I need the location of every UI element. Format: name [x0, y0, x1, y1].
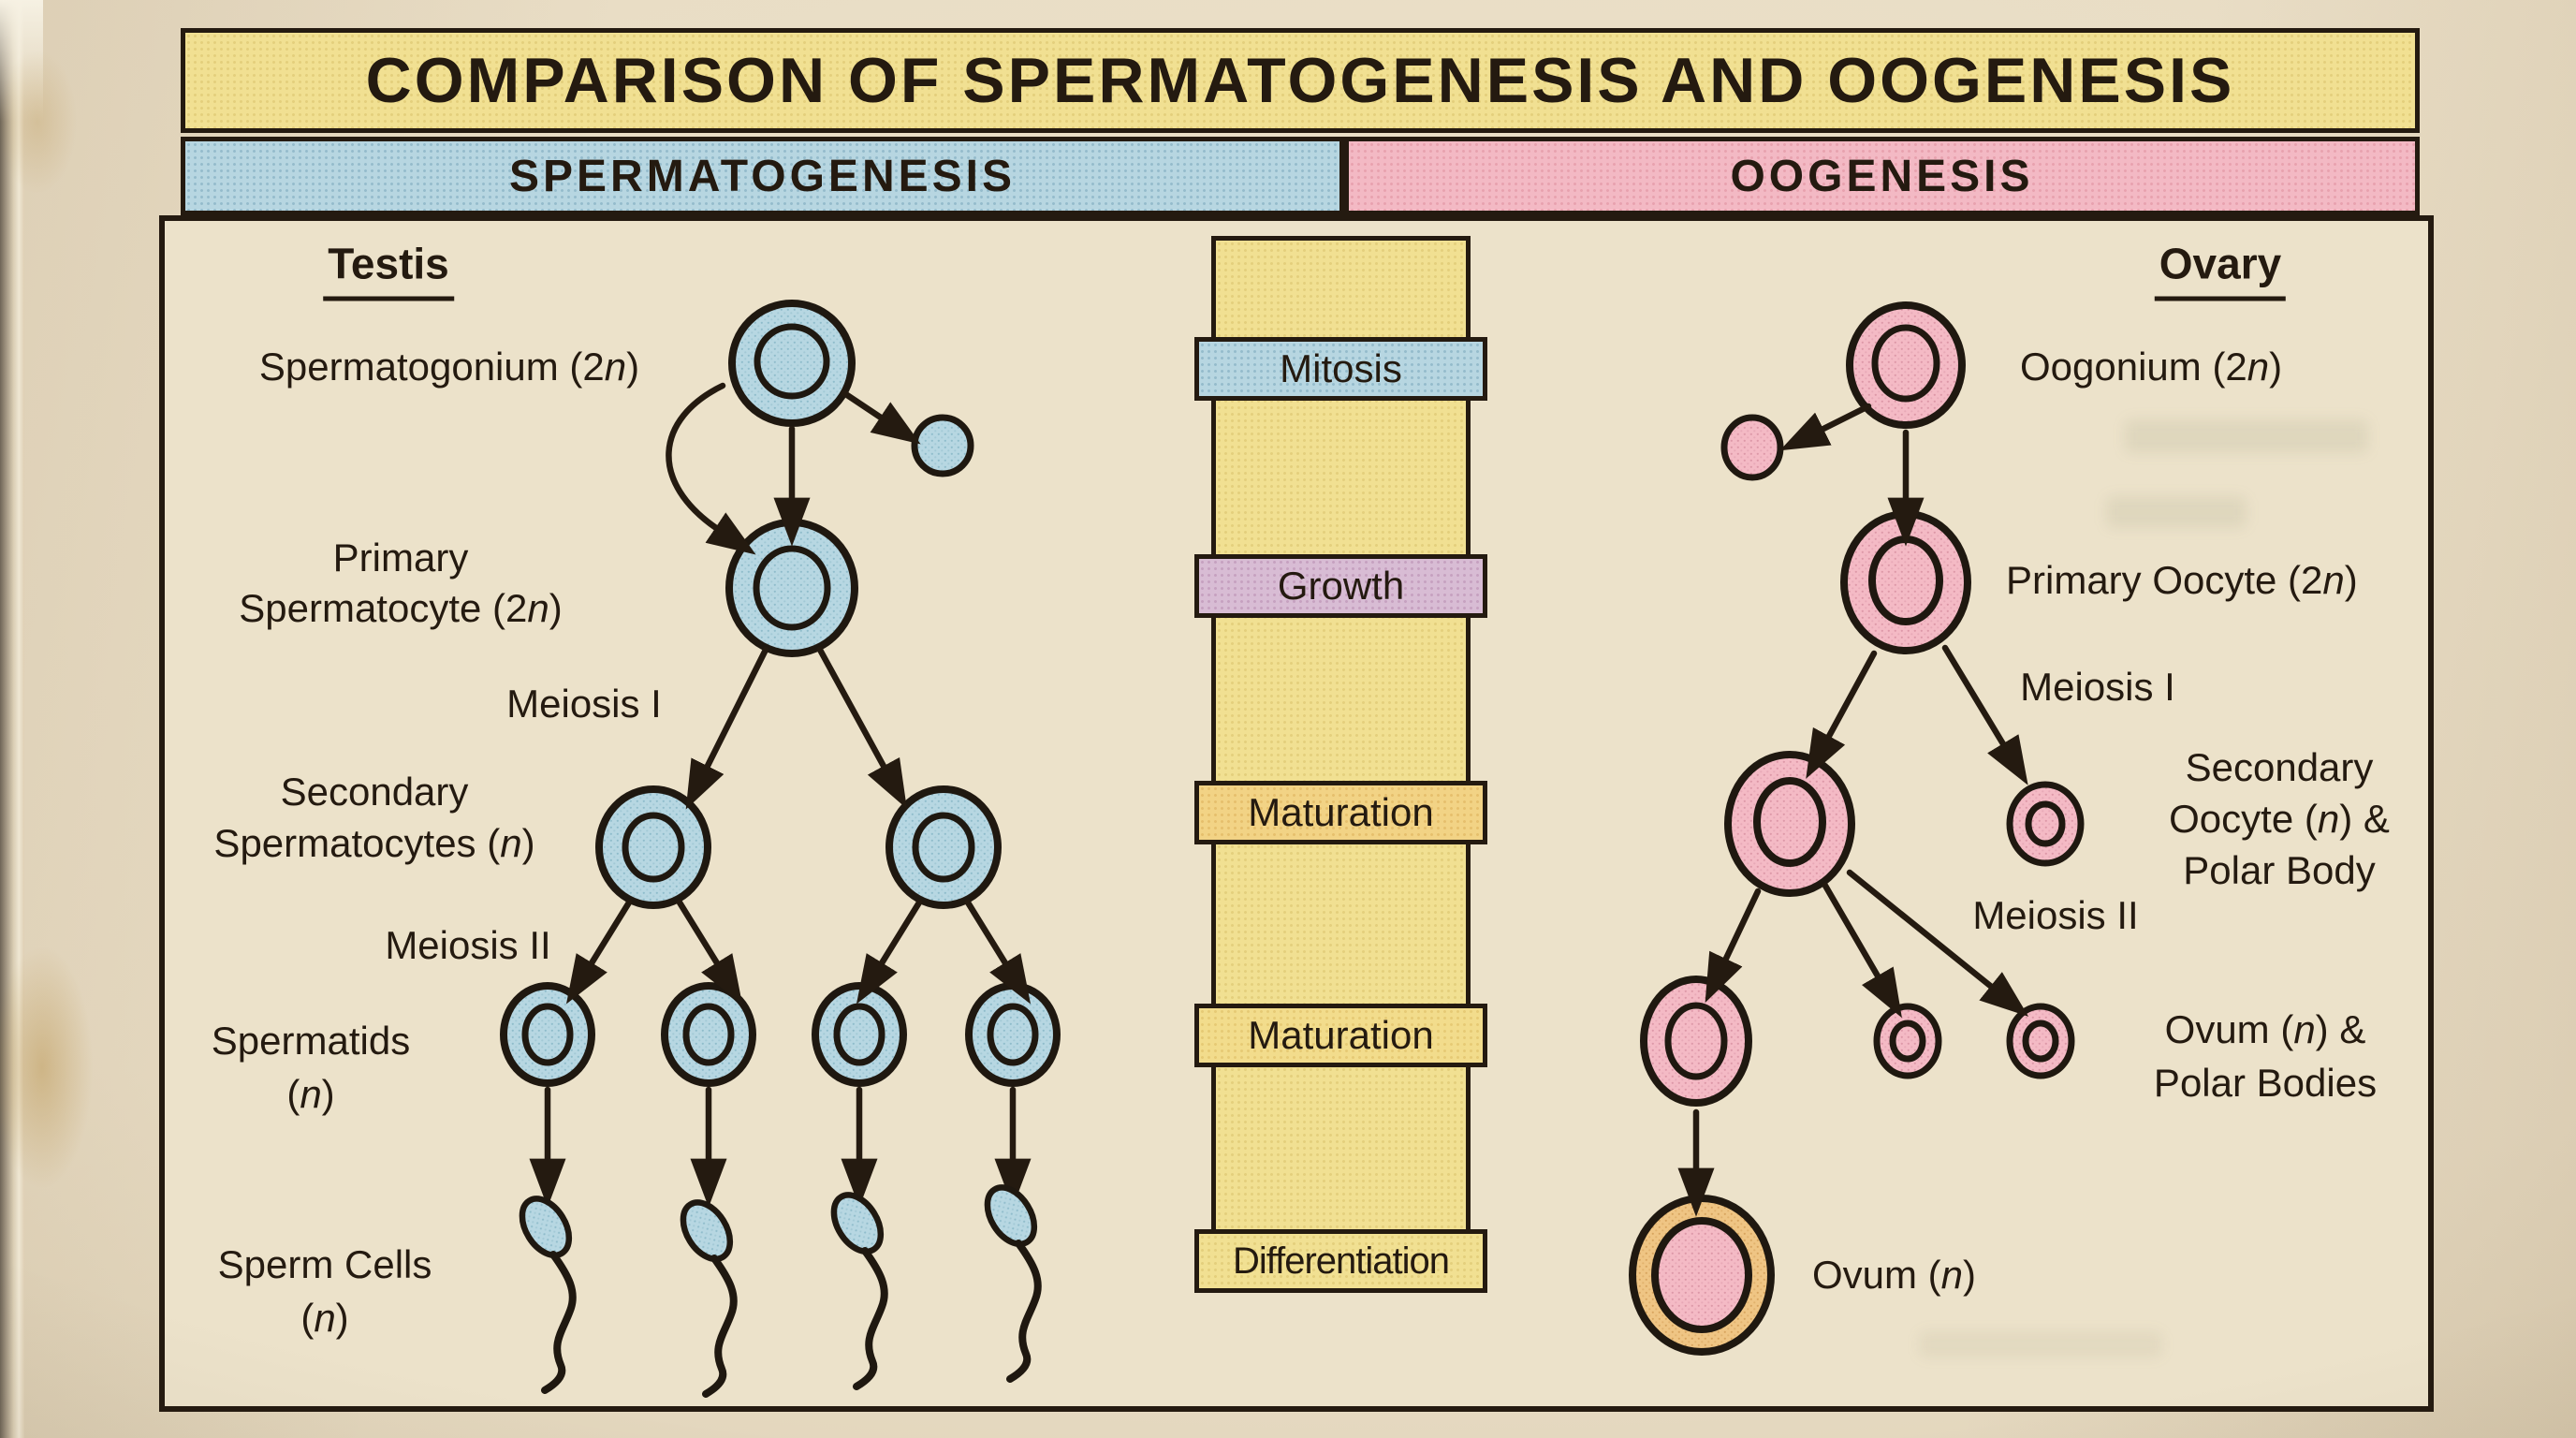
header-spermatogenesis: SPERMATOGENESIS: [181, 137, 1344, 215]
stage-label-maturation-2: Maturation: [1248, 1013, 1434, 1057]
label-spermatids-line2: (n): [286, 1072, 335, 1116]
label-secondary-oocyte-line1: Secondary: [2185, 745, 2374, 789]
label-ovum-polar-line1: Ovum (n) &: [2164, 1007, 2366, 1051]
label-sperm-cells-line1: Sperm Cells: [217, 1242, 432, 1286]
header-spermatogenesis-label: SPERMATOGENESIS: [509, 151, 1016, 201]
stage-label-maturation-1: Maturation: [1248, 790, 1434, 834]
label-spermatogonium: Spermatogonium (2n): [258, 345, 640, 389]
stage-band-differentiation: Differentiation: [1194, 1229, 1487, 1293]
stage-band-growth: Growth: [1194, 554, 1487, 618]
title-banner: COMPARISON OF SPERMATOGENESIS AND OOGENE…: [181, 28, 2420, 133]
label-primary-oocyte: Primary Oocyte (2n): [2006, 558, 2358, 602]
label-primary-spermatocyte-line1: Primary: [332, 536, 469, 580]
page-title: COMPARISON OF SPERMATOGENESIS AND OOGENE…: [365, 45, 2235, 116]
organ-label-ovary: Ovary: [2154, 239, 2287, 301]
stage-column: [1211, 236, 1471, 1293]
label-ovum: Ovum (n): [1812, 1253, 1977, 1297]
header-oogenesis-label: OOGENESIS: [1730, 151, 2034, 201]
stage-band-maturation-1: Maturation: [1194, 781, 1487, 844]
label-secondary-spermatocytes-line2: Spermatocytes (n): [213, 821, 535, 865]
stage-band-maturation-2: Maturation: [1194, 1004, 1487, 1067]
ink-bleedthrough: [2106, 496, 2247, 528]
label-meiosis-i-left: Meiosis I: [506, 682, 662, 726]
stage-label-differentiation: Differentiation: [1232, 1240, 1450, 1282]
label-oogonium: Oogonium (2n): [2020, 345, 2283, 389]
page-corner-highlight: [0, 0, 43, 122]
label-secondary-spermatocytes-line1: Secondary: [280, 770, 469, 814]
label-ovum-polar-line2: Polar Bodies: [2153, 1061, 2378, 1105]
ink-bleedthrough: [2125, 419, 2368, 453]
label-secondary-oocyte-line3: Polar Body: [2183, 848, 2376, 892]
stage-label-growth: Growth: [1277, 564, 1405, 608]
book-page-edge: [0, 0, 24, 1438]
label-meiosis-ii-left: Meiosis II: [385, 923, 551, 967]
ink-bleedthrough: [1919, 1331, 2162, 1357]
stage-label-mitosis: Mitosis: [1280, 346, 1402, 390]
label-meiosis-ii-right: Meiosis II: [1972, 893, 2139, 937]
organ-label-testis: Testis: [323, 239, 454, 301]
stage-band-mitosis: Mitosis: [1194, 337, 1487, 401]
label-primary-spermatocyte-line2: Spermatocyte (2n): [239, 586, 563, 630]
header-oogenesis: OOGENESIS: [1344, 137, 2420, 215]
label-meiosis-i-right: Meiosis I: [2020, 665, 2175, 709]
label-spermatids-line1: Spermatids: [211, 1019, 411, 1063]
label-sperm-cells-line2: (n): [300, 1296, 349, 1340]
label-secondary-oocyte-line2: Oocyte (n) &: [2169, 797, 2390, 841]
